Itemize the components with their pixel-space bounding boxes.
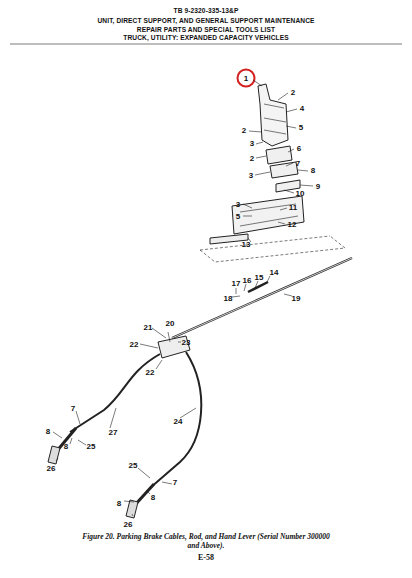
equalizer: [158, 336, 190, 358]
header-line: UNIT, DIRECT SUPPORT, AND GENERAL SUPPOR…: [97, 17, 314, 24]
callout-number: 16: [243, 276, 252, 285]
lever-plate: [266, 146, 292, 164]
callout-number: 10: [296, 189, 305, 198]
callout-number: 21: [144, 323, 153, 332]
callout-number: 22: [146, 368, 155, 377]
lever-plate: [270, 162, 298, 178]
figure-caption: Figure 20. Parking Brake Cables, Rod, an…: [81, 532, 331, 550]
callout-number: 7: [71, 404, 75, 413]
callout-number: 8: [64, 442, 68, 451]
header-rule: [10, 44, 402, 45]
page-number: E-58: [198, 553, 214, 562]
brake-cable: [70, 354, 160, 432]
callout-number: 17: [232, 279, 241, 288]
header-line: REPAIR PARTS AND SPECIAL TOOLS LIST: [137, 25, 275, 32]
callout-number: 9: [316, 182, 320, 191]
callout-number: 23: [182, 338, 191, 347]
callout-number: 8: [311, 166, 315, 175]
brake-cable: [150, 352, 201, 488]
callout-number: 6: [297, 144, 301, 153]
header-line: TRUCK, UTILITY: EXPANDED CAPACITY VEHICL…: [123, 34, 288, 41]
callout-number: 1: [244, 74, 248, 83]
callout-number: 14: [270, 268, 279, 277]
callout-number: 8: [151, 493, 155, 502]
callout-number: 19: [292, 294, 301, 303]
callout-number: 20: [166, 319, 175, 328]
cable-terminal: [126, 500, 138, 518]
hand-lever: [258, 84, 288, 146]
callout-number: 5: [299, 123, 303, 132]
callout-number: 22: [130, 340, 139, 349]
callout-number: 24: [174, 417, 183, 426]
callout-number: 8: [117, 499, 121, 508]
highlight-circle: [238, 70, 255, 87]
callout-number: 18: [224, 294, 233, 303]
callout-number: 7: [296, 159, 300, 168]
callout-number: 25: [87, 442, 96, 451]
callout-number: 3: [236, 200, 240, 209]
callout-number: 4: [300, 104, 304, 113]
callout-number: 2: [242, 126, 246, 135]
mount-panel: [200, 236, 345, 262]
callout-number: 27: [109, 428, 118, 437]
callout-number: 2: [250, 154, 254, 163]
callout-number: 25: [129, 461, 138, 470]
callout-number: 26: [47, 464, 56, 473]
brake-rod: [172, 258, 352, 338]
document-number: TB 9-2320-335-13&P: [174, 7, 239, 14]
callout-number: 7: [173, 478, 177, 487]
callout-number: 3: [250, 139, 254, 148]
callout-number: 12: [288, 220, 297, 229]
callout-number: 13: [242, 240, 251, 249]
callout-number: 5: [236, 212, 240, 221]
cable-terminal: [48, 446, 60, 464]
callout-number: 3: [249, 171, 253, 180]
callout-number: 2: [291, 88, 295, 97]
callout-number: 26: [124, 520, 133, 529]
callout-number: 8: [46, 427, 50, 436]
callout-number: 11: [289, 203, 297, 212]
callout-number: 15: [255, 273, 264, 282]
lever-bracket: [232, 196, 304, 234]
